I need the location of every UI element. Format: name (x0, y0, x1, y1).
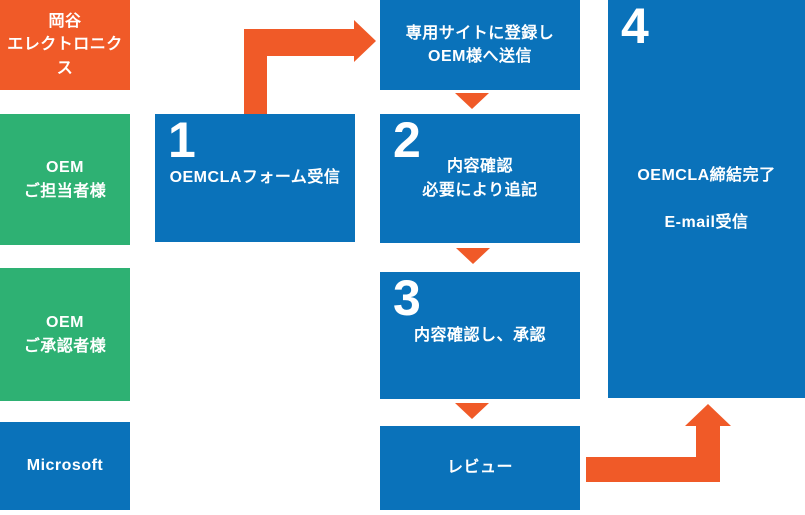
step-3-label: 内容確認し、承認 (413, 326, 546, 344)
arrow-step1-to-register-head-icon (354, 20, 376, 62)
step-1-number: 1 (168, 112, 196, 168)
arrow-review-to-step4-shaft-vertical (696, 425, 720, 465)
step-4-box: 4 OEMCLA締結完了 E-mail受信 (608, 0, 805, 398)
lane-okaya-label: 岡谷 エレクトロニクス (7, 13, 123, 77)
lane-microsoft: Microsoft (0, 422, 130, 510)
step-1-label: OEMCLAフォーム受信 (169, 169, 341, 187)
step-4-number: 4 (621, 0, 649, 54)
step-3-number: 3 (393, 270, 421, 326)
review-label: レビュー (446, 459, 513, 477)
arrow-step3-to-review-icon (455, 403, 489, 419)
arrow-step2-to-step3-icon (456, 248, 490, 264)
lane-oem-contact-label: OEM ご担当者様 (23, 159, 107, 200)
step-3-box: 3 内容確認し、承認 (380, 272, 580, 399)
lane-microsoft-label: Microsoft (26, 457, 104, 475)
step-1-box: 1 OEMCLAフォーム受信 (155, 114, 355, 242)
lane-oem-approver-label: OEM ご承認者様 (23, 314, 107, 355)
step-2-label: 内容確認 必要により追記 (422, 158, 538, 199)
arrow-review-to-step4-head-icon (685, 404, 731, 426)
lane-oem-contact: OEM ご担当者様 (0, 114, 130, 245)
step-2-number: 2 (393, 112, 421, 168)
arrow-register-to-step2-icon (455, 93, 489, 109)
register-send-box: 専用サイトに登録し OEM様へ送信 (380, 0, 580, 90)
step-2-box: 2 内容確認 必要により追記 (380, 114, 580, 243)
review-box: レビュー (380, 426, 580, 510)
register-send-label: 専用サイトに登録し OEM様へ送信 (405, 24, 555, 65)
lane-oem-approver: OEM ご承認者様 (0, 268, 130, 401)
arrow-step1-to-register-shaft-horizontal (244, 29, 354, 56)
lane-okaya-electronics: 岡谷 エレクトロニクス (0, 0, 130, 90)
step-4-label: OEMCLA締結完了 E-mail受信 (637, 167, 776, 231)
